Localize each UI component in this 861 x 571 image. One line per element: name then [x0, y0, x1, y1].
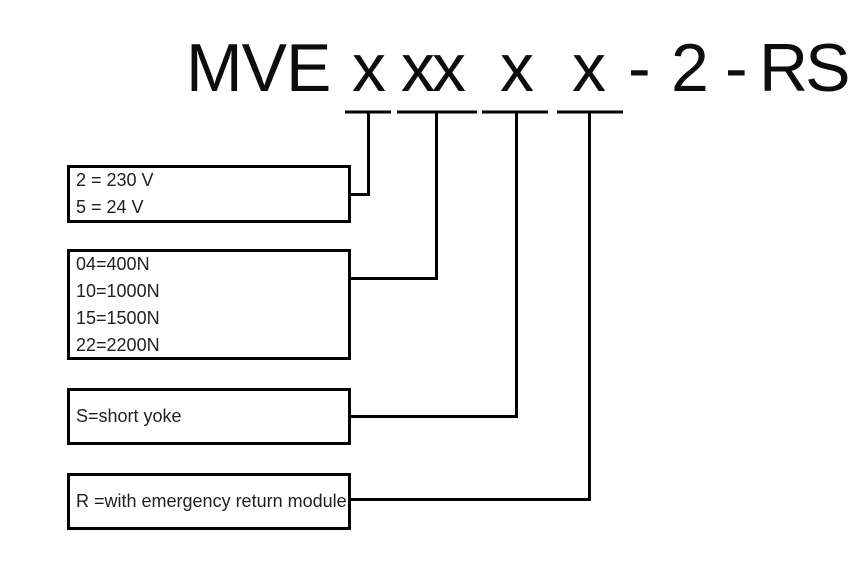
legend-box-yoke: S=short yoke	[67, 388, 351, 445]
connector-voltage	[351, 112, 370, 196]
legend-box-voltage: 2 = 230 V 5 = 24 V	[67, 165, 351, 223]
connector-emergency	[351, 112, 591, 501]
code-x-emergency: x	[572, 30, 606, 106]
legend-box-emergency-return: R =with emergency return module	[67, 473, 351, 530]
legend-entry-400n: 04=400N	[76, 253, 150, 274]
code-x-yoke: x	[500, 30, 534, 106]
code-dash-1: -	[628, 30, 651, 106]
code-prefix-mve: MVE	[186, 30, 331, 106]
code-suffix-rs: RS	[759, 30, 850, 106]
code-x-voltage: x	[352, 30, 386, 106]
legend-entry-short-yoke: S=short yoke	[76, 406, 182, 426]
code-xx-force: xx	[401, 30, 466, 106]
connector-force	[351, 112, 438, 280]
legend-entry-1500n: 15=1500N	[76, 307, 160, 328]
code-suffix-2: 2	[671, 30, 709, 106]
legend-entry-230v: 2 = 230 V	[76, 170, 154, 190]
legend-entry-emergency-return: R =with emergency return module	[76, 491, 347, 511]
legend-entry-2200n: 22=2200N	[76, 334, 160, 355]
legend-box-force: 04=400N 10=1000N 15=1500N 22=2200N	[67, 249, 351, 360]
legend-entry-24v: 5 = 24 V	[76, 197, 144, 217]
code-dash-2: -	[725, 30, 748, 106]
legend-entry-1000n: 10=1000N	[76, 280, 160, 301]
connector-yoke	[351, 112, 518, 418]
